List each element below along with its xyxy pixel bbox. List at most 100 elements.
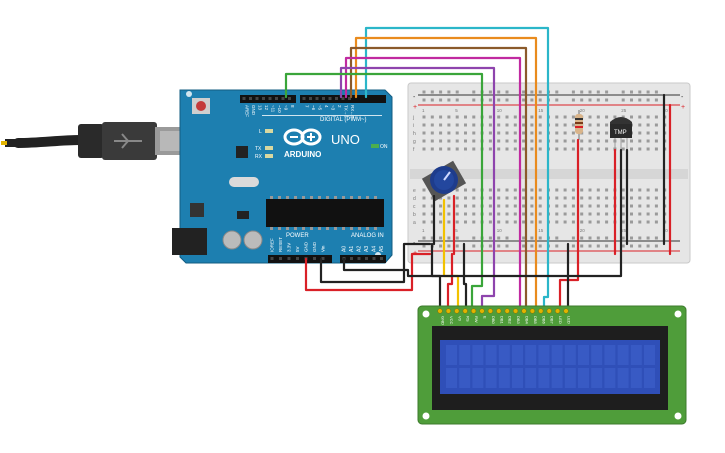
row-letter: i: [413, 123, 414, 129]
power-pin-label: 3.3V: [287, 243, 292, 252]
power-label: POWER: [286, 233, 309, 239]
row-letter: e: [413, 188, 416, 194]
rail-sign-minus-top-right: -: [681, 94, 684, 101]
wire-purple: [339, 66, 496, 308]
power-pin-label: IOREF: [270, 238, 275, 252]
digital-pin-label: 7: [305, 105, 310, 108]
digital-pin-label: 4: [324, 105, 329, 108]
analog-pin-label: A4: [372, 246, 378, 252]
row-letter: h: [413, 131, 416, 137]
column-number: 1: [422, 228, 425, 233]
brand-arduino: ARDUINO: [284, 150, 321, 159]
digital-pin-label: 13: [258, 105, 263, 111]
digital-pin-label: GND: [251, 105, 256, 116]
column-number: 25: [621, 108, 627, 113]
column-number: 15: [538, 108, 544, 113]
usb-chip: [236, 146, 248, 158]
column-number: 25: [621, 228, 627, 233]
lcd-pin-label: DB7: [550, 316, 555, 325]
lcd-pin-label: VCC: [449, 316, 454, 325]
column-number: 30: [663, 228, 669, 233]
wire-sensor-a0: [342, 148, 623, 278]
brand-uno: UNO: [331, 132, 360, 147]
wire-red-5v: [304, 252, 432, 292]
column-number: 10: [497, 228, 503, 233]
rail-sign-minus-top: -: [413, 94, 416, 101]
row-letter: g: [413, 139, 416, 145]
wire-brown: [349, 46, 528, 308]
power-pin-label: Vin: [321, 245, 326, 252]
power-jack: [172, 228, 207, 255]
lcd-pin-label: V0: [457, 316, 462, 322]
lcd-pin-label: DB4: [525, 316, 530, 325]
lcd-pin-label: RW: [474, 316, 479, 323]
analog-pin-label: A0: [342, 246, 348, 252]
rail-sign-plus-top-right: +: [681, 104, 685, 111]
sensor-label: TMP: [614, 130, 627, 136]
column-number: 20: [580, 228, 586, 233]
analog-label: ANALOG IN: [351, 233, 384, 239]
wire-green: [284, 72, 484, 308]
wires: [284, 26, 672, 308]
resistor: [575, 110, 583, 140]
usb-cable: [1, 122, 183, 160]
wire-black-gnd: [319, 242, 432, 284]
column-number: 5: [455, 108, 458, 113]
row-letter: b: [413, 212, 416, 218]
digital-header-left: [240, 95, 296, 103]
voltage-regulator: [190, 203, 204, 217]
digital-pin-label: ~5: [318, 105, 323, 111]
row-letter: d: [413, 196, 416, 202]
analog-header: [340, 255, 386, 263]
wire-cyan: [364, 26, 550, 308]
lcd-pin-label: LED: [567, 316, 572, 324]
lcd-pin-label: LED: [558, 316, 563, 324]
lcd-pin-label: DB6: [541, 316, 546, 325]
digital-pin-label: ~11: [271, 105, 276, 113]
lcd-pin-label: DB5: [533, 316, 538, 325]
power-header: [268, 255, 332, 263]
digital-pin-label: RX←0: [350, 105, 355, 119]
column-number: 1: [422, 108, 425, 113]
lcd-pin-label: RS: [466, 316, 471, 322]
capacitor-1: [222, 230, 242, 250]
lcd-pin-label: DB2: [508, 316, 513, 325]
on-led-label: ON: [380, 144, 388, 150]
lcd-pin-label: DB3: [516, 316, 521, 325]
analog-pin-label: A1: [349, 246, 355, 252]
reset-button-cap[interactable]: [196, 101, 206, 111]
led-label-tx: TX: [255, 146, 262, 152]
temperature-sensor: TMP: [610, 117, 632, 150]
lcd-pin-label: E: [483, 316, 488, 319]
digital-pin-label: ~10: [277, 105, 282, 113]
crystal: [229, 177, 259, 187]
lcd-pin-label: DB0: [491, 316, 496, 325]
column-number: 30: [663, 108, 669, 113]
digital-pin-label: AREF: [245, 105, 250, 117]
power-pin-label: RESET: [278, 237, 283, 252]
column-number: 15: [538, 228, 544, 233]
digital-label: DIGITAL (PWM~): [320, 117, 367, 123]
power-pin-label: GND: [304, 241, 309, 252]
digital-pin-label: 2: [337, 105, 342, 108]
column-number: 5: [455, 228, 458, 233]
status-leds: L TX RX ON: [255, 129, 388, 160]
led-label-l: L: [259, 129, 262, 135]
capacitor-2: [243, 230, 263, 250]
row-letter: f: [413, 147, 415, 153]
potentiometer[interactable]: [421, 160, 467, 202]
row-letter: a: [413, 220, 416, 226]
row-letter: c: [413, 204, 416, 210]
analog-pin-label: A2: [357, 246, 363, 252]
digital-pin-label: ~6: [311, 105, 316, 111]
analog-pin-label: A5: [379, 246, 385, 252]
arduino-logo-icon: [283, 128, 322, 146]
digital-pin-label: ~9: [284, 105, 289, 111]
digital-pin-label: TX→1: [344, 105, 349, 118]
wire-lcd-rw: [462, 242, 468, 308]
lcd-pin-label: GND: [441, 316, 446, 325]
